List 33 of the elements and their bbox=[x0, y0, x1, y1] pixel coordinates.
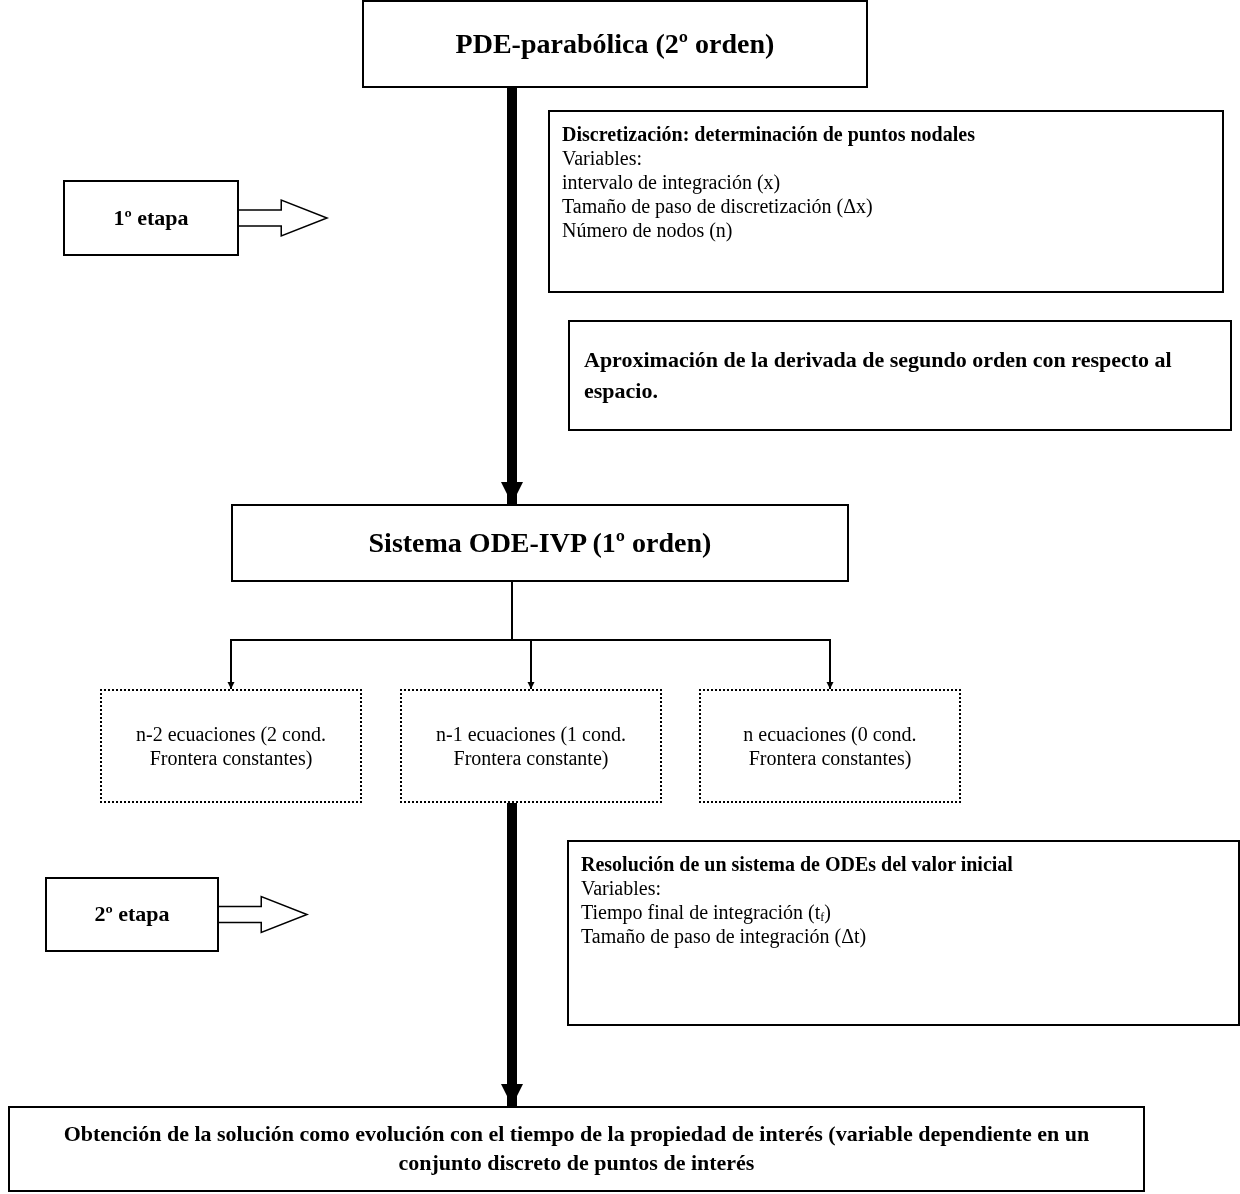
block-arrow bbox=[218, 895, 310, 934]
box-text: Variables: bbox=[581, 876, 661, 900]
equation-set-box bbox=[400, 689, 662, 803]
box-heading: Resolución de un sistema de ODEs del valor inicial bbox=[581, 852, 1013, 876]
block-arrow bbox=[238, 198, 330, 238]
box-text: Obtención de la solución como evolución con el tiempo de la propiedad de interés (variable dependiente en un conjunto discreto de puntos de interés bbox=[62, 1120, 1091, 1177]
box-text: Aproximación de la derivada de segundo orden con respecto al espacio. bbox=[584, 345, 1173, 405]
process-box bbox=[231, 504, 849, 582]
box-heading: Discretización: determinación de puntos nodales bbox=[562, 122, 975, 146]
stage-box bbox=[63, 180, 239, 256]
arrow bbox=[501, 88, 523, 504]
stage-box bbox=[45, 877, 219, 952]
box-text: Tamaño de paso de integración (Δt) bbox=[581, 924, 867, 948]
arrow bbox=[501, 803, 523, 1106]
note-box bbox=[567, 840, 1240, 1026]
box-text: n-1 ecuaciones (1 cond. Frontera constante) bbox=[435, 722, 627, 770]
box-text: intervalo de integración (x) bbox=[562, 170, 781, 194]
box-text: 2º etapa bbox=[94, 901, 170, 928]
result-box bbox=[8, 1106, 1145, 1192]
box-text: PDE-parabólica (2º orden) bbox=[455, 27, 775, 61]
box-text: 1º etapa bbox=[113, 204, 189, 232]
equation-set-box bbox=[699, 689, 961, 803]
box-text: Tamaño de paso de discretización (Δx) bbox=[562, 194, 873, 218]
note-box bbox=[568, 320, 1232, 431]
box-text: Sistema ODE-IVP (1º orden) bbox=[368, 526, 712, 560]
box-text: Variables: bbox=[562, 146, 642, 170]
box-text: Tiempo final de integración (t$_{f}$) bbox=[581, 900, 831, 924]
equation-set-box bbox=[100, 689, 362, 803]
process-box bbox=[362, 0, 868, 88]
box-text: n-2 ecuaciones (2 cond. Frontera constantes) bbox=[135, 722, 327, 770]
box-text: n ecuaciones (0 cond. Frontera constantes) bbox=[742, 722, 918, 770]
note-box bbox=[548, 110, 1224, 293]
box-text: Número de nodos (n) bbox=[562, 218, 733, 242]
